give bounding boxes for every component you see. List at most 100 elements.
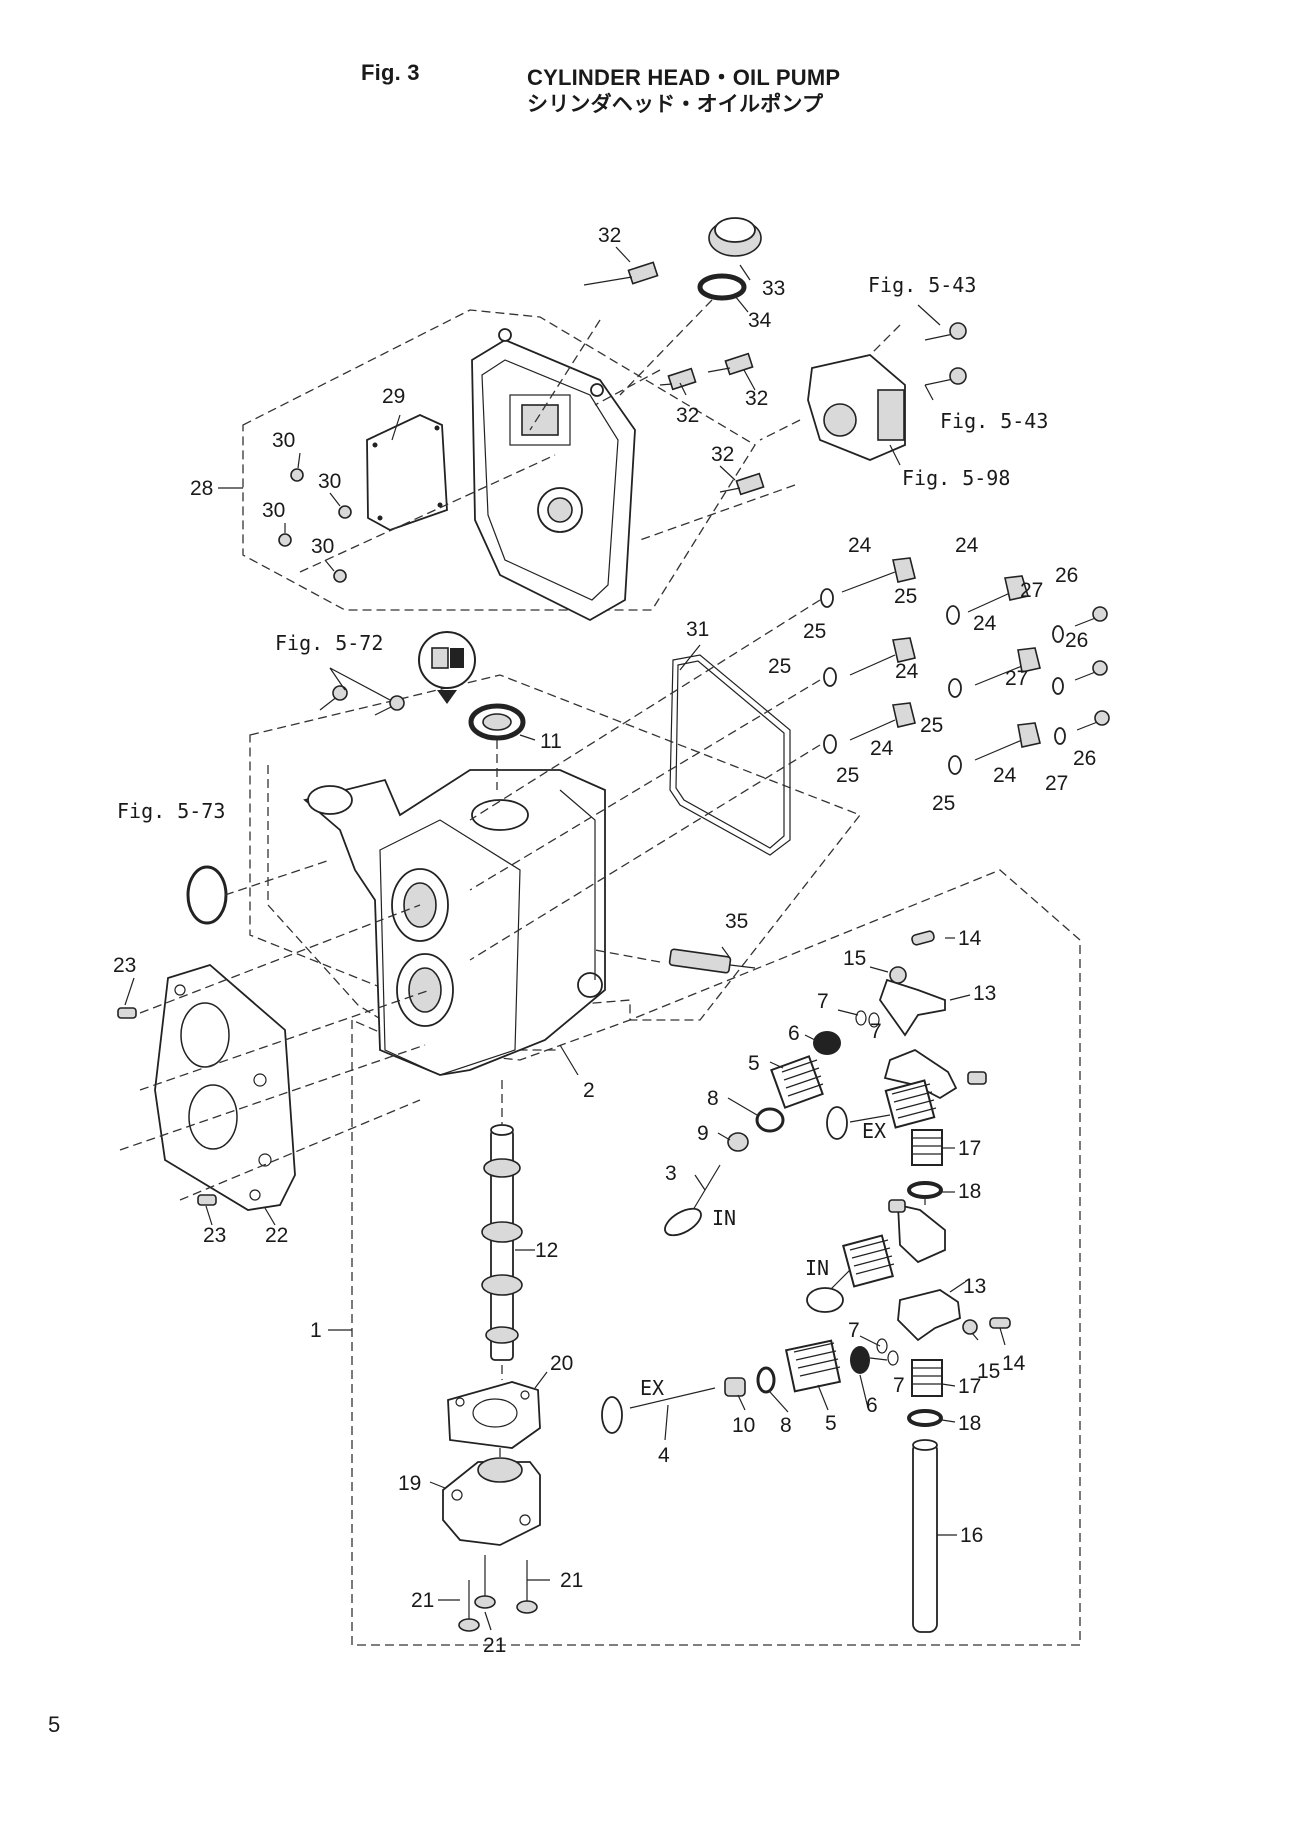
valve-spring-intake-lower	[842, 1234, 895, 1288]
bolt-21-c	[516, 1560, 538, 1614]
head-inner-boundary	[267, 765, 560, 1051]
oil-seal-11	[468, 703, 526, 741]
label-21: 21	[411, 1589, 434, 1612]
label-14: 14	[958, 927, 982, 950]
washer-27-c	[1054, 727, 1066, 745]
spring-seat-8-top	[755, 1107, 785, 1133]
valve-3-intake	[664, 1164, 721, 1237]
rocker-arm-13-top-b	[883, 1048, 958, 1100]
label-8: 8	[707, 1087, 719, 1110]
valve-guide-10	[724, 1377, 746, 1397]
label-29: 29	[382, 385, 405, 408]
label-9: 9	[697, 1122, 709, 1145]
label-7: 7	[848, 1319, 860, 1342]
label-27: 27	[1020, 579, 1043, 602]
washer-27-a	[1052, 625, 1064, 643]
label-5: 5	[825, 1412, 837, 1435]
spring-seat-18-top	[907, 1181, 943, 1199]
valve-stem-seal-9	[727, 1132, 749, 1152]
label-16: 16	[960, 1524, 983, 1547]
washer-25-b	[946, 605, 960, 625]
label-3: 3	[665, 1162, 677, 1185]
bolt-fig-5-72-a	[319, 685, 348, 711]
bolt-fig-5-43-lower	[924, 367, 967, 386]
label-23: 23	[203, 1224, 226, 1247]
ref-fig-5-73: Fig. 5-73	[117, 799, 225, 823]
rocker-arm-lower-a	[897, 1203, 946, 1264]
label-4: 4	[658, 1444, 670, 1467]
label-13: 13	[973, 982, 996, 1005]
washer-27-b	[1052, 677, 1064, 695]
bolt-fig-5-72-b	[374, 695, 405, 716]
bolt-26-a	[1074, 606, 1108, 627]
bolt-fig-5-43-top	[924, 322, 967, 341]
ref-fig-5-98: Fig. 5-98	[902, 466, 1010, 490]
collet-7-b	[868, 1012, 880, 1028]
lock-nut-15-top	[889, 966, 907, 984]
label-24: 24	[993, 764, 1017, 787]
oil-filler-cap	[708, 217, 762, 257]
label-27: 27	[1045, 772, 1068, 795]
label-33: 33	[762, 277, 785, 300]
label-26: 26	[1073, 747, 1096, 770]
label-30: 30	[262, 499, 285, 522]
collet-7-a	[855, 1010, 867, 1026]
valve-cover-gasket	[669, 654, 791, 856]
ref-fig-5-72: Fig. 5-72	[275, 631, 383, 655]
washer-25-e	[823, 734, 837, 754]
label-32: 32	[676, 404, 699, 427]
label-2: 2	[583, 1079, 595, 1102]
label-ex-valve-bottom: EX	[640, 1376, 664, 1400]
head-bolt-24-d	[974, 647, 1041, 686]
label-34: 34	[748, 309, 772, 332]
dowel-pin-23-a	[117, 1007, 137, 1019]
push-rod-16	[912, 1439, 938, 1633]
valve-spring-17-top	[911, 1129, 943, 1166]
head-bolt-24-f	[974, 722, 1041, 761]
label-25: 25	[803, 620, 826, 643]
valve-4-exhaust	[601, 1387, 716, 1434]
washer-25-a	[820, 588, 834, 608]
bolt-30-a	[290, 468, 304, 482]
label-30: 30	[318, 470, 341, 493]
figure-number: Fig. 3	[361, 60, 420, 85]
collet-7-c	[876, 1338, 888, 1354]
label-24: 24	[870, 737, 894, 760]
ref-fig-5-43-top: Fig. 5-43	[868, 273, 976, 297]
head-bolt-24-c	[849, 637, 916, 676]
bolt-30-c	[278, 533, 292, 547]
label-17: 17	[958, 1137, 981, 1160]
label-32: 32	[598, 224, 621, 247]
label-15: 15	[843, 947, 866, 970]
bolt-30-b	[338, 505, 352, 519]
label-ex-valve-top: EX	[862, 1119, 886, 1143]
bolt-32-mid-a	[659, 367, 697, 391]
label-1: 1	[310, 1319, 322, 1342]
label-20: 20	[550, 1352, 573, 1375]
label-8: 8	[780, 1414, 792, 1437]
label-in-valve-left: IN	[712, 1206, 736, 1230]
bolt-32-mid-b	[707, 352, 754, 376]
label-22: 22	[265, 1224, 288, 1247]
label-25: 25	[920, 714, 943, 737]
label-17: 17	[958, 1375, 981, 1398]
label-31: 31	[686, 618, 709, 641]
label-15: 15	[977, 1360, 1000, 1383]
valve-cover-plate	[366, 414, 448, 531]
label-7: 7	[893, 1374, 905, 1397]
label-26: 26	[1055, 564, 1078, 587]
spark-plug	[668, 948, 756, 974]
bolt-21-a	[458, 1580, 480, 1632]
ref-fig-5-43-right: Fig. 5-43	[940, 409, 1048, 433]
camshaft	[481, 1124, 523, 1361]
bolt-30-d	[333, 569, 347, 583]
collet-7-d	[887, 1350, 899, 1366]
oil-pump	[442, 1457, 541, 1546]
page-title-japanese: シリンダヘッド・オイルポンプ	[527, 92, 824, 116]
label-25: 25	[932, 792, 955, 815]
spring-seat-18-lower	[907, 1409, 943, 1427]
assembly-center-lines	[119, 299, 926, 1460]
label-7: 7	[817, 990, 829, 1013]
label-25: 25	[894, 585, 917, 608]
